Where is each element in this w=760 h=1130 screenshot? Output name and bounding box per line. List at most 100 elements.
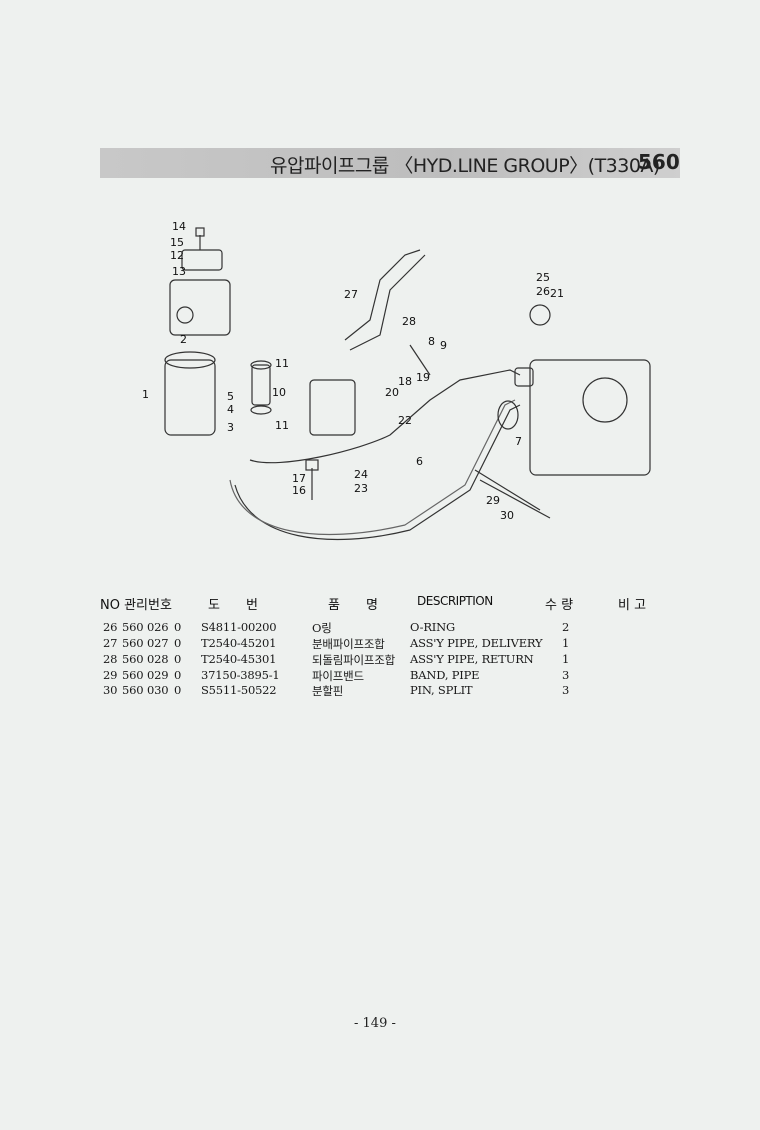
row-rev: 0 [174, 620, 182, 634]
table-row: 26 560 026 0 S4811-00200 O링 O-RING 2 [0, 620, 760, 635]
callout-label: 19 [416, 371, 430, 384]
valve-block [309, 379, 356, 436]
row-group: 560 [122, 636, 144, 650]
row-description: O-RING [410, 620, 455, 634]
row-drawing: 37150-3895-1 [201, 668, 280, 682]
row-no: 30 [103, 683, 118, 697]
callout-label: 1 [142, 388, 149, 401]
callout-label: 27 [344, 288, 358, 301]
row-drawing: T2540-45301 [201, 652, 277, 666]
pipe-27 [344, 249, 421, 341]
callout-label: 29 [486, 494, 500, 507]
row-qty: 2 [562, 620, 570, 634]
row-name-kr: O링 [312, 621, 332, 635]
col-header-qty: 수 량 [545, 598, 574, 613]
callout-label: 13 [172, 265, 186, 278]
row-name-kr: 되돌림파이프조합 [312, 653, 396, 667]
table-row: 30 560 030 0 S5511-50522 분할핀 PIN, SPLIT … [0, 683, 760, 698]
table-row: 29 560 029 0 37150-3895-1 파이프밴드 BAND, PI… [0, 668, 760, 683]
row-seq: 030 [147, 683, 169, 697]
row-qty: 1 [562, 652, 570, 666]
pump-body [169, 279, 231, 336]
row-description: BAND, PIPE [410, 668, 480, 682]
callout-label: 11 [275, 419, 289, 432]
page-title: 유압파이프그룹 〈HYD.LINE GROUP〉(T330A) [270, 155, 660, 177]
callout-label: 11 [275, 357, 289, 370]
callout-label: 24 [354, 468, 368, 481]
callout-label: 26 [536, 285, 550, 298]
col-header-no: NO 관리번호 [100, 598, 172, 613]
row-drawing: S4811-00200 [201, 620, 277, 634]
row-seq: 028 [147, 652, 169, 666]
row-qty: 1 [562, 636, 570, 650]
row-name-kr: 분할핀 [312, 684, 344, 698]
transmission-housing [529, 359, 651, 476]
row-seq: 029 [147, 668, 169, 682]
pipe-22 [249, 369, 521, 464]
callout-label: 23 [354, 482, 368, 495]
callout-label: 14 [172, 220, 186, 233]
filter-cap [164, 351, 216, 369]
row-no: 28 [103, 652, 118, 666]
callout-label: 5 [227, 390, 234, 403]
col-header-part-name: 품 명 [328, 598, 378, 613]
pump-port [176, 306, 194, 324]
row-no: 26 [103, 620, 118, 634]
row-group: 560 [122, 620, 144, 634]
page-number: - 149 - [354, 1016, 396, 1031]
row-name-kr: 파이프밴드 [312, 669, 364, 683]
filter-body [164, 359, 216, 436]
row-rev: 0 [174, 652, 182, 666]
pipe-6b [229, 399, 516, 536]
callout-label: 6 [416, 455, 423, 468]
callout-label: 4 [227, 403, 234, 416]
callout-label: 30 [500, 509, 514, 522]
col-header-description: DESCRIPTION [417, 594, 493, 608]
pump-top-cover [181, 249, 223, 271]
exploded-parts-diagram: 14 15 12 13 2 1 5 4 3 11 10 11 27 28 8 9… [142, 220, 651, 541]
row-no: 27 [103, 636, 118, 650]
callout-label: 7 [515, 435, 522, 448]
header-bar [100, 148, 680, 178]
callout-label: 22 [398, 414, 412, 427]
row-drawing: T2540-45201 [201, 636, 277, 650]
col-header-drawing-no: 도 번 [208, 598, 258, 613]
row-description: ASS'Y PIPE, RETURN [410, 652, 534, 666]
col-header-remarks: 비 고 [618, 598, 647, 613]
row-description: ASS'Y PIPE, DELIVERY [410, 636, 543, 650]
callout-label: 25 [536, 271, 550, 284]
callout-label: 10 [272, 386, 286, 399]
row-group: 560 [122, 652, 144, 666]
table-row: 27 560 027 0 T2540-45201 분배파이프조합 ASS'Y P… [0, 636, 760, 651]
row-group: 560 [122, 668, 144, 682]
callout-label: 15 [170, 236, 184, 249]
fitting-21 [529, 304, 551, 326]
row-group: 560 [122, 683, 144, 697]
callout-label: 3 [227, 421, 234, 434]
pipe-6 [234, 404, 521, 541]
callout-label: 2 [180, 333, 187, 346]
row-rev: 0 [174, 683, 182, 697]
row-description: PIN, SPLIT [410, 683, 473, 697]
row-drawing: S5511-50522 [201, 683, 277, 697]
pipe-28 [349, 254, 426, 351]
callout-label: 21 [550, 287, 564, 300]
callout-label: 16 [292, 484, 306, 497]
callout-label: 17 [292, 472, 306, 485]
row-rev: 0 [174, 636, 182, 650]
row-no: 29 [103, 668, 118, 682]
row-qty: 3 [562, 668, 570, 682]
row-rev: 0 [174, 668, 182, 682]
row-seq: 026 [147, 620, 169, 634]
callout-label: 18 [398, 375, 412, 388]
row-name-kr: 분배파이프조합 [312, 637, 385, 651]
callout-label: 9 [440, 339, 447, 352]
callout-label: 12 [170, 249, 184, 262]
row-seq: 027 [147, 636, 169, 650]
callout-label: 28 [402, 315, 416, 328]
row-qty: 3 [562, 683, 570, 697]
callout-label: 8 [428, 335, 435, 348]
group-code: 560 [638, 150, 680, 174]
callout-label: 20 [385, 386, 399, 399]
table-row: 28 560 028 0 T2540-45301 되돌림파이프조합 ASS'Y … [0, 652, 760, 667]
